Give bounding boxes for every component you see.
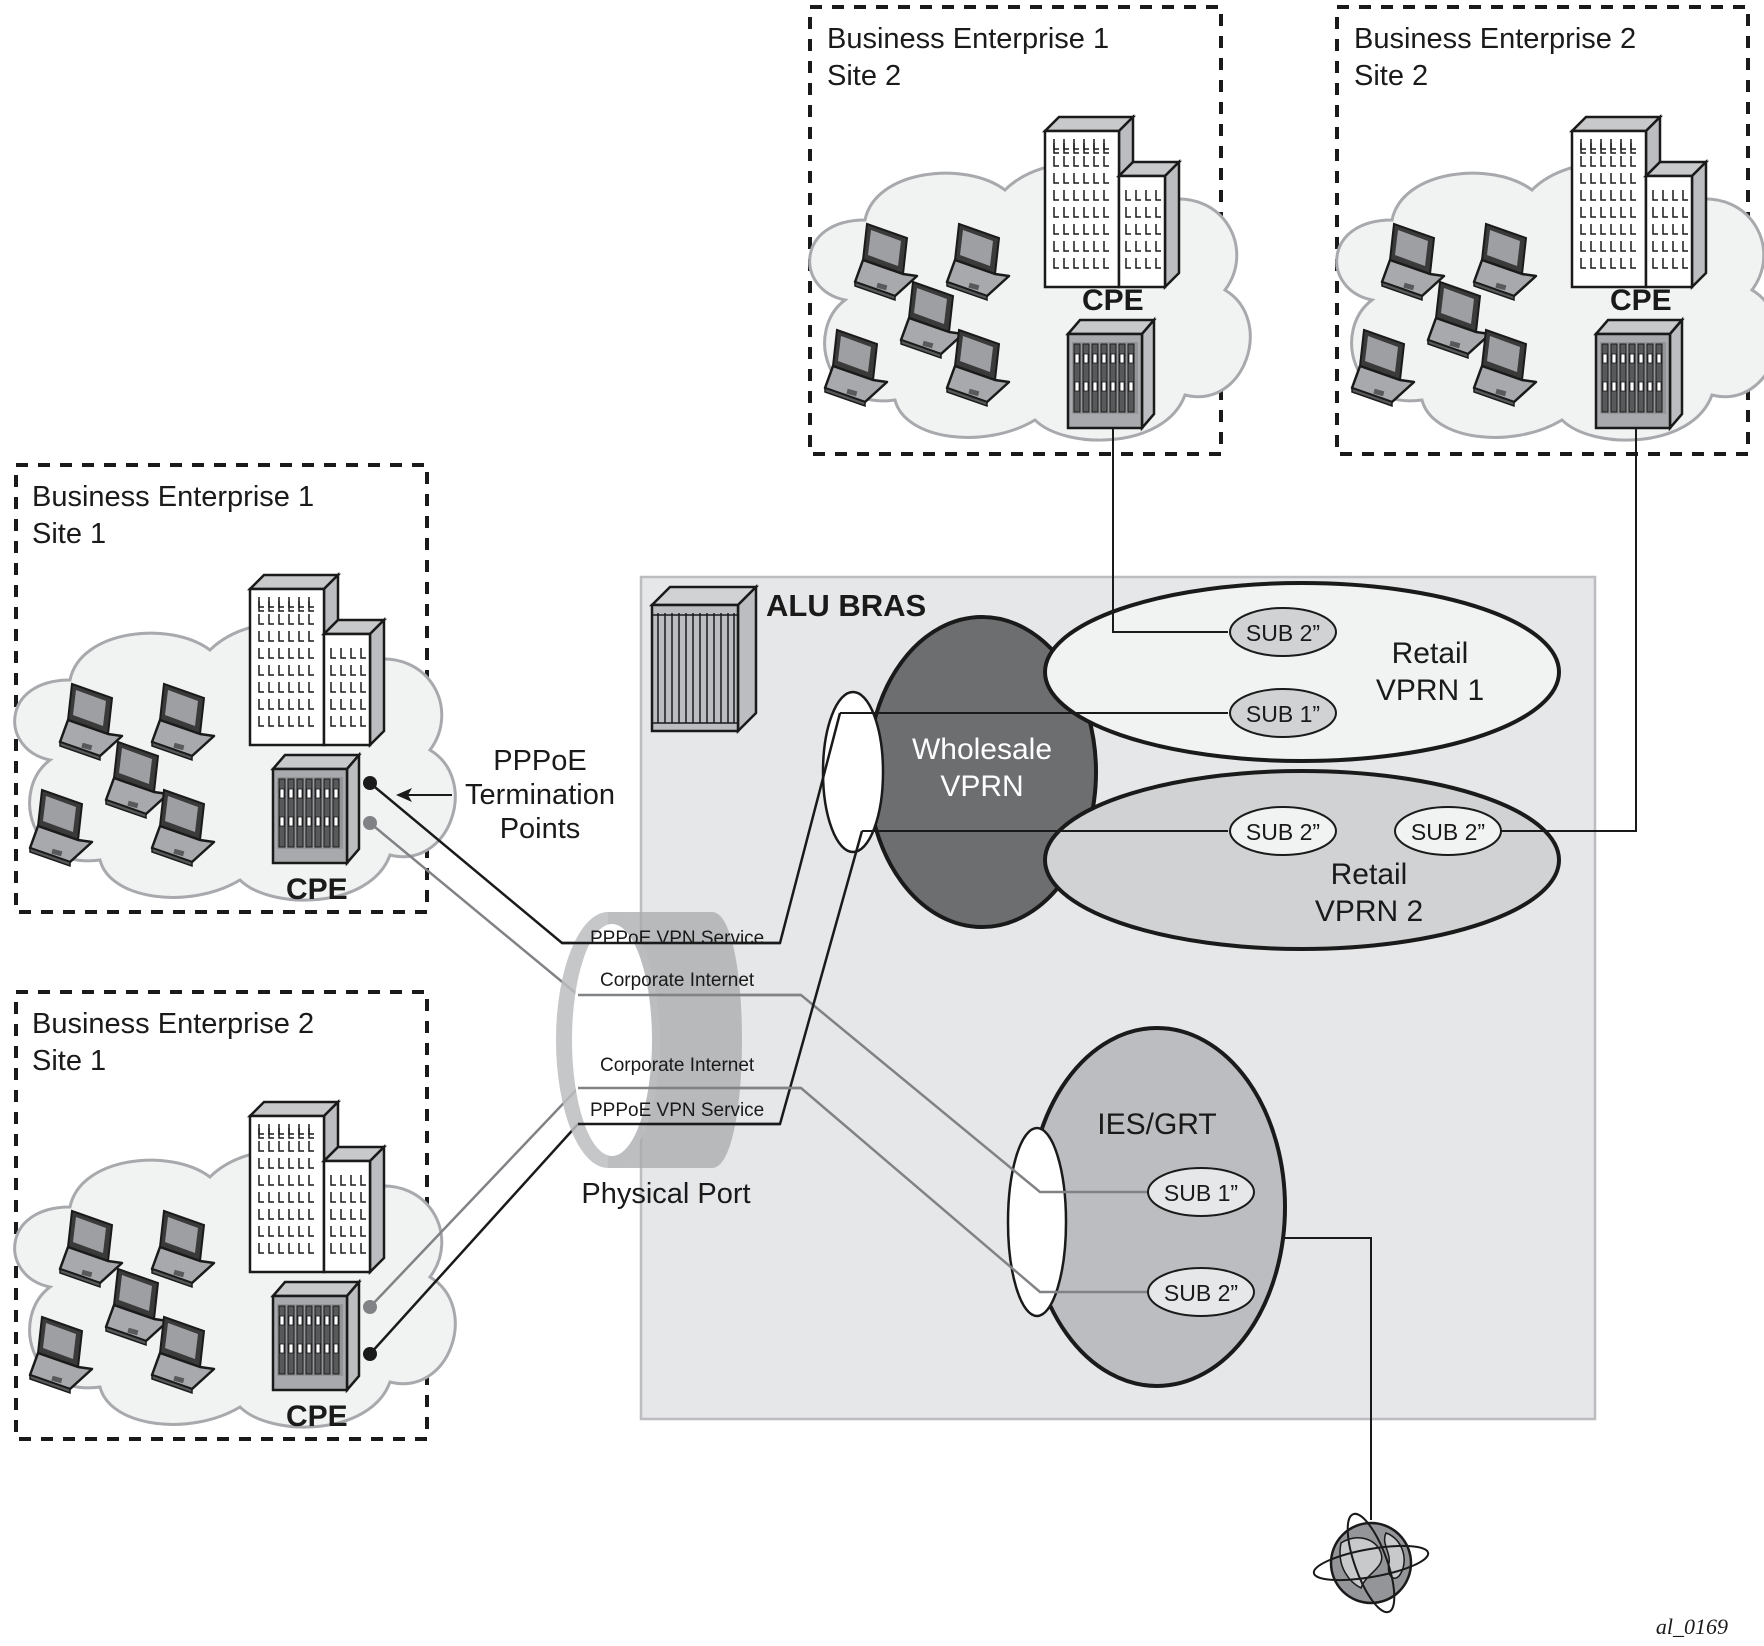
cpe-label: CPE <box>286 873 348 906</box>
cpe-router-icon <box>271 1280 361 1392</box>
termination-point-grey <box>363 816 377 830</box>
bras-label: ALU BRAS <box>766 588 926 623</box>
site-title: Business Enterprise 1 <box>32 481 314 513</box>
site-subtitle: Site 2 <box>827 60 901 92</box>
sub-label: SUB 2” <box>1246 819 1320 845</box>
site-be2-site2: Business Enterprise 2 Site 2 CPE <box>1335 5 1764 456</box>
site-boundary <box>808 5 1223 456</box>
site-subtitle: Site 1 <box>32 518 106 550</box>
port-channels <box>562 941 801 1126</box>
retail2-label-line1: Retail <box>1331 858 1408 891</box>
channel-label-internet-bottom: Corporate Internet <box>600 1055 755 1076</box>
sub-ies-sub1: SUB 1” <box>1147 1167 1255 1217</box>
cpe-router-icon <box>1594 318 1684 430</box>
cpe-label: CPE <box>1610 284 1672 317</box>
site-be2-site1: Business Enterprise 2 Site 1 CPE <box>14 990 456 1441</box>
site-title: Business Enterprise 2 <box>32 1008 314 1040</box>
building-icon <box>250 1102 384 1272</box>
site-subtitle: Site 2 <box>1354 60 1428 92</box>
termination-point-dark <box>363 1347 377 1361</box>
cpe-router-icon <box>1066 318 1156 430</box>
sub-label: SUB 2” <box>1246 620 1320 646</box>
channel-label-pppoe-bottom: PPPoE VPN Service <box>590 1100 764 1121</box>
termination-points-annotation: PPPoE Termination Points <box>396 745 615 845</box>
ies-interface <box>1006 1126 1068 1318</box>
sub-label: SUB 2” <box>1164 1280 1238 1306</box>
ies-label: IES/GRT <box>1097 1108 1216 1141</box>
building-icon <box>1045 117 1179 287</box>
physical-port <box>556 912 742 1168</box>
sub-ies-sub2: SUB 2” <box>1147 1267 1255 1317</box>
retail-vprn-1 <box>1043 581 1561 763</box>
building-icon <box>250 575 384 745</box>
site-title: Business Enterprise 2 <box>1354 23 1636 55</box>
cloud-icon <box>810 163 1251 440</box>
site-boundary <box>14 463 429 914</box>
termination-point-dark <box>363 776 377 790</box>
retail-vprn-2 <box>1043 769 1561 951</box>
site-title: Business Enterprise 1 <box>827 23 1109 55</box>
cpe-label: CPE <box>1082 284 1144 317</box>
site-boundary <box>1335 5 1750 456</box>
sub-retail2-sub2-left: SUB 2” <box>1229 806 1337 856</box>
sub-retail1-sub2: SUB 2” <box>1229 607 1337 657</box>
sub-label: SUB 1” <box>1164 1180 1238 1206</box>
site-boundary <box>14 990 429 1441</box>
wholesale-label-line1: Wholesale <box>912 733 1052 766</box>
sub-label: SUB 1” <box>1246 701 1320 727</box>
wholesale-label-line2: VPRN <box>940 770 1023 803</box>
termination-label-line3: Points <box>500 813 581 845</box>
termination-point-grey <box>363 1300 377 1314</box>
figure-id: al_0169 <box>1656 1614 1728 1639</box>
globe-icon <box>1312 1512 1430 1614</box>
cpe-label: CPE <box>286 1400 348 1433</box>
sub-retail2-sub2-right: SUB 2” <box>1394 806 1502 856</box>
building-icon <box>1572 117 1706 287</box>
cpe-router-icon <box>271 753 361 865</box>
ies-grt <box>1027 1026 1287 1388</box>
site-be1-site2: Business Enterprise 1 Site 2 CPE <box>808 5 1251 456</box>
cloud-icon <box>15 623 456 900</box>
sub-label: SUB 2” <box>1411 819 1485 845</box>
site-be1-site1: Business Enterprise 1 Site 1 CPE <box>14 463 456 914</box>
retail1-label-line1: Retail <box>1392 637 1469 670</box>
channel-label-internet-top: Corporate Internet <box>600 970 755 991</box>
termination-label-line1: PPPoE <box>493 745 587 777</box>
site-subtitle: Site 1 <box>32 1045 106 1077</box>
retail2-label-line2: VPRN 2 <box>1315 895 1423 928</box>
retail1-label-line2: VPRN 1 <box>1376 674 1484 707</box>
wholesale-interface <box>821 690 885 854</box>
channel-label-pppoe-top: PPPoE VPN Service <box>590 928 764 949</box>
physical-port-label: Physical Port <box>581 1178 750 1210</box>
termination-label-line2: Termination <box>465 779 615 811</box>
sub-retail1-sub1: SUB 1” <box>1229 688 1337 738</box>
bras-chassis-icon <box>648 583 760 735</box>
arrow-head-icon <box>396 788 412 802</box>
